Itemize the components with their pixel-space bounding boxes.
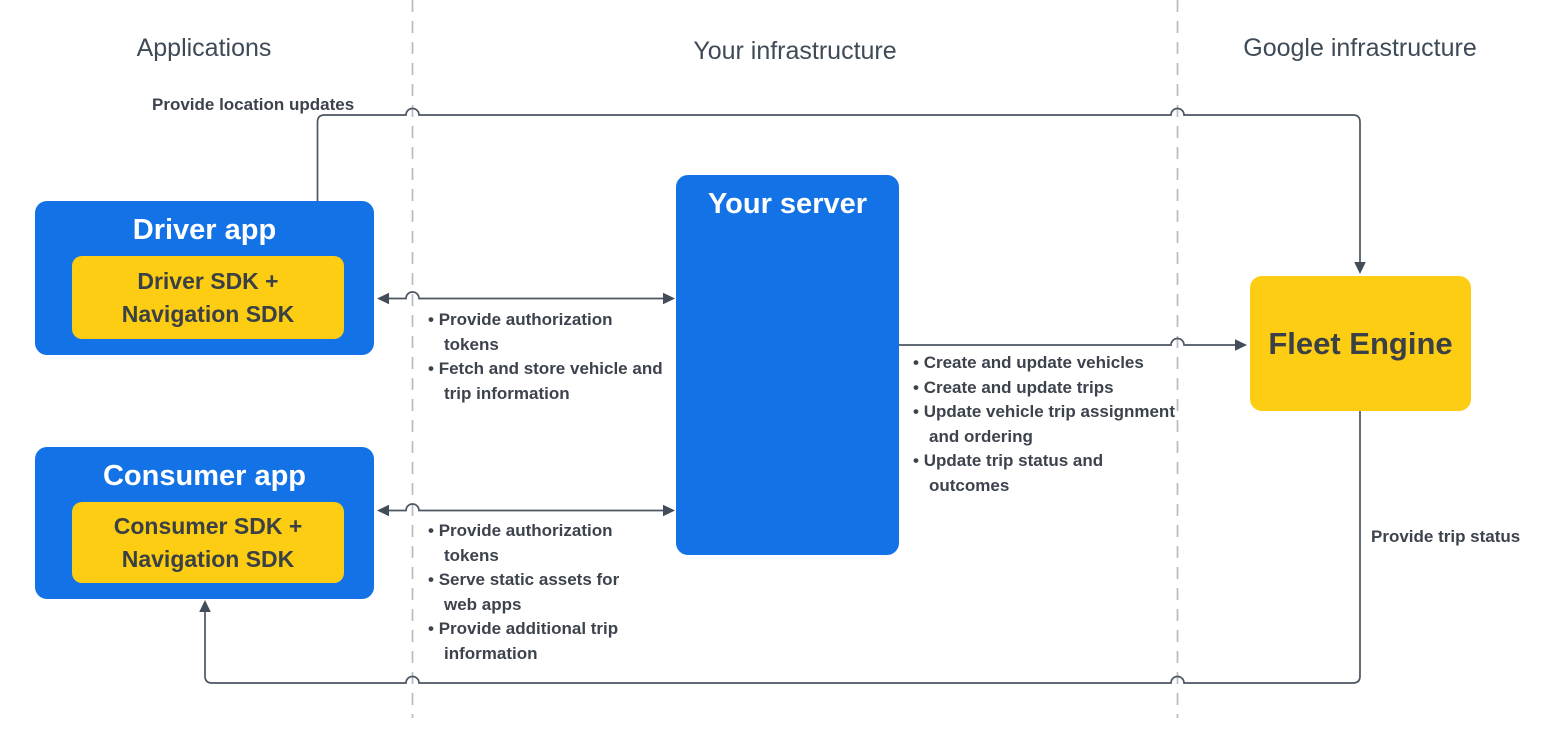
bullet-item: Provide authorization tokens bbox=[428, 308, 663, 357]
driver-sdk-label: Driver SDK + Navigation SDK bbox=[121, 268, 295, 327]
lane-header-your-infrastructure: Your infrastructure bbox=[693, 37, 897, 65]
edge-label-trip-status: Provide trip status bbox=[1371, 527, 1521, 546]
bullet-item: Create and update trips bbox=[913, 376, 1185, 401]
edge-bullets-driver-server: Provide authorization tokens Fetch and s… bbox=[428, 308, 663, 406]
bullet-item: Update vehicle trip assignment and order… bbox=[913, 400, 1185, 449]
bullet-item: Fetch and store vehicle and trip informa… bbox=[428, 357, 663, 406]
bullet-item: Create and update vehicles bbox=[913, 351, 1185, 376]
driver-sdk-node: Driver SDK + Navigation SDK bbox=[72, 256, 344, 339]
arrow-server-fleet bbox=[899, 337, 1236, 346]
bullet-item: Provide additional trip information bbox=[428, 617, 646, 666]
fleet-engine-title: Fleet Engine bbox=[1268, 325, 1453, 361]
arrowhead-into-consumer bbox=[377, 504, 389, 517]
your-server-node: Your server bbox=[676, 175, 899, 555]
arrowhead-into-server-top bbox=[663, 292, 675, 305]
your-server-title: Your server bbox=[707, 188, 868, 220]
bullet-item: Provide authorization tokens bbox=[428, 519, 646, 568]
driver-app-title: Driver app bbox=[132, 214, 277, 246]
fleet-engine-node: Fleet Engine bbox=[1250, 276, 1471, 411]
arrowhead-into-fleet-top bbox=[1354, 262, 1366, 274]
edge-label-location-updates: Provide location updates bbox=[152, 95, 355, 114]
arrowhead-into-consumer-bottom bbox=[199, 600, 211, 612]
arrowhead-into-fleet-left bbox=[1235, 339, 1247, 351]
consumer-app-title: Consumer app bbox=[102, 460, 307, 492]
lane-header-google-infrastructure: Google infrastructure bbox=[1243, 34, 1477, 62]
edge-bullets-consumer-server: Provide authorization tokens Serve stati… bbox=[428, 519, 646, 667]
lane-header-applications: Applications bbox=[136, 34, 272, 62]
consumer-sdk-node: Consumer SDK + Navigation SDK bbox=[72, 502, 344, 583]
consumer-sdk-label: Consumer SDK + Navigation SDK bbox=[113, 513, 303, 572]
arrow-driver-server bbox=[388, 291, 664, 300]
bullet-item: Update trip status and outcomes bbox=[913, 449, 1185, 498]
arrowhead-into-driver bbox=[377, 292, 389, 305]
edge-bullets-server-fleet: Create and update vehicles Create and up… bbox=[913, 351, 1185, 499]
bullet-item: Serve static assets for web apps bbox=[428, 568, 646, 617]
arrowhead-into-server-bottom bbox=[663, 504, 675, 517]
arrow-consumer-server bbox=[388, 503, 664, 512]
